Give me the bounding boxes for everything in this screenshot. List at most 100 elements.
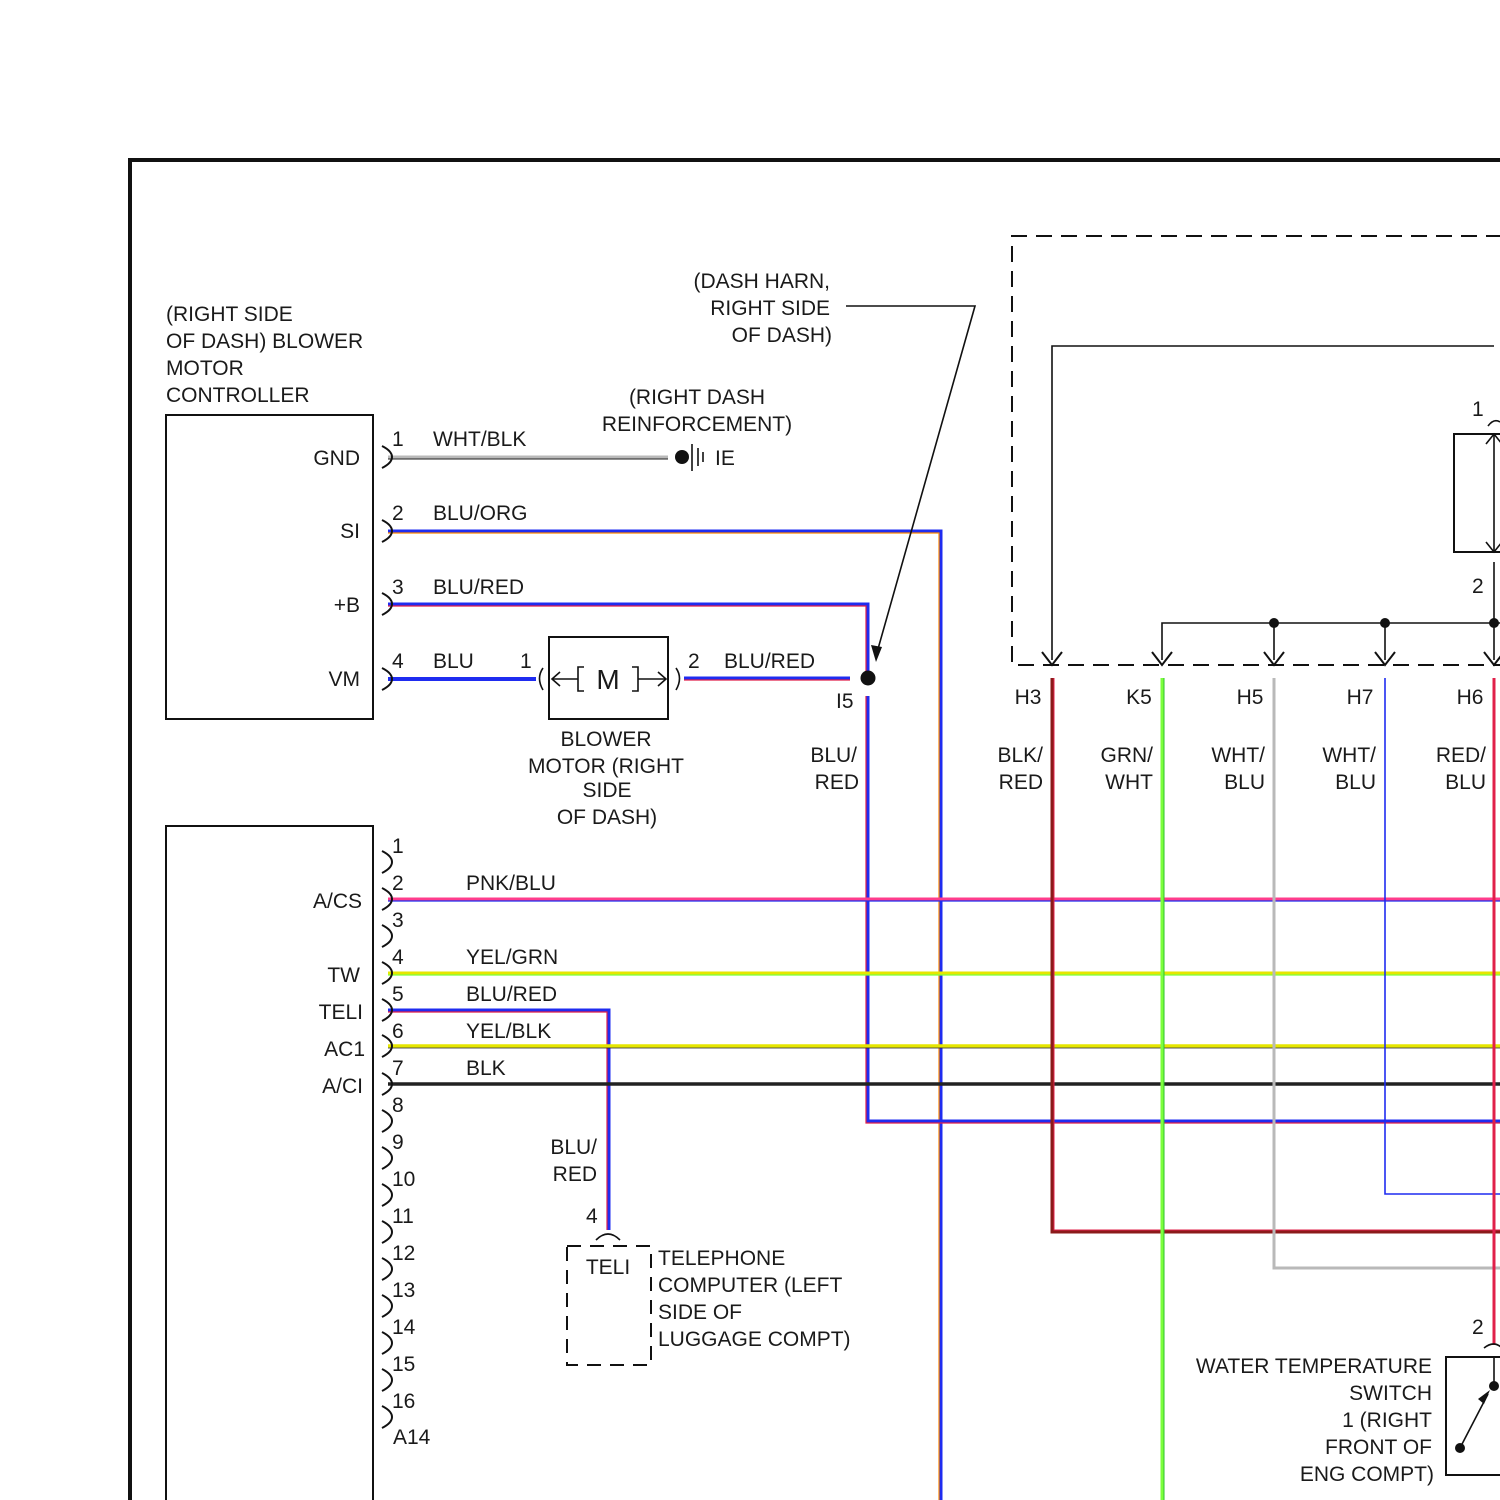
switch-label-line: 1 (RIGHT: [1342, 1409, 1432, 1432]
ground-label-line: (RIGHT DASH: [629, 386, 765, 409]
connector-cavity: [382, 925, 392, 947]
controller-title-line: OF DASH) BLOWER: [166, 330, 363, 353]
ecu-pin-number: 2: [392, 872, 404, 895]
splice-junction: [861, 671, 876, 686]
tel-wire-label: BLU/: [550, 1136, 597, 1159]
ecu-wire-label: YEL/GRN: [466, 946, 558, 969]
harness-label-line: OF DASH): [732, 324, 832, 347]
pin-number: 3: [392, 576, 404, 599]
internal-wire: [1162, 623, 1500, 660]
wire-label: WHT/BLK: [433, 428, 526, 451]
ecu-pin-number: 10: [392, 1168, 415, 1191]
water-temperature-switch: 2 WATER TEMPERATURE SWITCH 1 (RIGHT FRON…: [1196, 1316, 1500, 1486]
connector-id: H5: [1237, 686, 1264, 709]
right-edge-component: 1 2: [1454, 398, 1500, 598]
tel-wire-label: RED: [553, 1163, 597, 1186]
controller-title-line: CONTROLLER: [166, 384, 310, 407]
ecu-pin-name: TELI: [319, 1001, 363, 1024]
connector-id: K5: [1126, 686, 1152, 709]
ecu-pin-name: A/CI: [322, 1075, 363, 1098]
connector-cavity: [382, 1295, 392, 1317]
ecu-pin-number: 16: [392, 1390, 415, 1413]
motor-pin-out: 2: [688, 650, 700, 673]
motor-label-line: OF DASH): [557, 806, 657, 829]
harness-connectors: H3 K5 H5 H7 H6 BLK/ RED GRN/ WHT WHT/ BL…: [997, 346, 1500, 794]
ecu-pin-number: 11: [392, 1205, 414, 1228]
connector-cavity: [382, 1258, 392, 1280]
ecu-wire-label: PNK/BLU: [466, 872, 556, 895]
pin-name: VM: [329, 668, 361, 691]
ecu-pin-number: 13: [392, 1279, 415, 1302]
switch-pin-number: 2: [1472, 1316, 1484, 1339]
connector-wire-label: RED: [999, 771, 1043, 794]
connector-wire-label: BLU: [1445, 771, 1486, 794]
pin-name: GND: [313, 447, 360, 470]
ecu-pin-name: A/CS: [313, 890, 362, 913]
switch-label-line: ENG COMPT): [1300, 1463, 1434, 1486]
ecu-wire-label: BLK: [466, 1057, 506, 1080]
switch-label-line: FRONT OF: [1325, 1436, 1432, 1459]
ecu-pin-number: 8: [392, 1094, 404, 1117]
switch-connector: [1484, 1344, 1500, 1348]
ecu-pin-number: 7: [392, 1057, 404, 1080]
connector-cavity: [382, 1406, 392, 1428]
connector-cavity: [382, 1332, 392, 1354]
harness-label-line: (DASH HARN,: [693, 270, 830, 293]
dashed-component-boundary: [1012, 236, 1500, 665]
ecu-pin-number: 1: [392, 835, 404, 858]
wire-label: BLU/ORG: [433, 502, 528, 525]
connector-id: H6: [1457, 686, 1484, 709]
connector-cavity: [382, 1184, 392, 1206]
pin-name: +B: [334, 594, 360, 617]
wire-yel-blk: [388, 1046, 1500, 1048]
motor-symbol: M: [596, 664, 619, 695]
ecu-wire-label: YEL/BLK: [466, 1020, 551, 1043]
splice-dot: [1269, 618, 1279, 628]
wire-k5-grn-wht: [1162, 678, 1164, 1500]
blower-motor-controller: (RIGHT SIDE OF DASH) BLOWER MOTOR CONTRO…: [166, 303, 528, 719]
pin-number: 1: [392, 428, 404, 451]
splice-dot: [1489, 618, 1499, 628]
component-pin-top: 1: [1472, 398, 1484, 421]
connector-cavity: [382, 851, 392, 873]
wire-layer: [388, 457, 1500, 1500]
connector-cavity: [382, 1369, 392, 1391]
wire-blu-red-motor: [684, 678, 850, 680]
wire-label: BLU: [433, 650, 474, 673]
blower-motor: 1 2 BLU/RED M BLOWER MOTOR (RIGHT SIDE O…: [520, 637, 815, 829]
motor-out-wire: BLU/RED: [724, 650, 815, 673]
component-pin-bottom: 2: [1472, 575, 1484, 598]
controller-title-line: MOTOR: [166, 357, 244, 380]
connector-wire-label: BLK/: [997, 744, 1043, 767]
wire-wht-blk: [388, 457, 668, 459]
connector-wire-label: WHT/: [1211, 744, 1265, 767]
pin-number: 2: [392, 502, 404, 525]
wire-pnk-blu: [388, 899, 1500, 901]
wire-label: BLU/RED: [433, 576, 524, 599]
arrow-down-icon: [1484, 652, 1500, 665]
ecu-pin-number: 4: [392, 946, 404, 969]
motor-label-line: SIDE: [582, 779, 631, 802]
connector-cavity: [382, 1110, 392, 1132]
motor-pin-in: 1: [520, 650, 532, 673]
connector-id: H7: [1347, 686, 1374, 709]
controller-title-line: (RIGHT SIDE: [166, 303, 293, 326]
ecu-pin-number: 5: [392, 983, 404, 1006]
tel-pin-number: 4: [586, 1205, 598, 1228]
ecu-pin-number: 6: [392, 1020, 404, 1043]
connector-wire-label: GRN/: [1101, 744, 1154, 767]
harness-label-line: RIGHT SIDE: [710, 297, 830, 320]
telephone-computer: BLU/ RED 4 TELI TELEPHONE COMPUTER (LEFT…: [550, 1136, 850, 1365]
ecu-box: [166, 826, 373, 1500]
tel-label-line: COMPUTER (LEFT: [658, 1274, 843, 1297]
switch-label-line: WATER TEMPERATURE: [1196, 1355, 1432, 1378]
ground-id: IE: [715, 447, 735, 470]
ecu-connector-id: A14: [393, 1426, 431, 1449]
connector-cavity: [382, 1147, 392, 1169]
internal-wire: [1052, 346, 1494, 660]
ground-label-line: REINFORCEMENT): [602, 413, 792, 436]
ground-dot: [675, 450, 689, 464]
ecu-pin-number: 3: [392, 909, 404, 932]
tel-label-line: TELEPHONE: [658, 1247, 785, 1270]
